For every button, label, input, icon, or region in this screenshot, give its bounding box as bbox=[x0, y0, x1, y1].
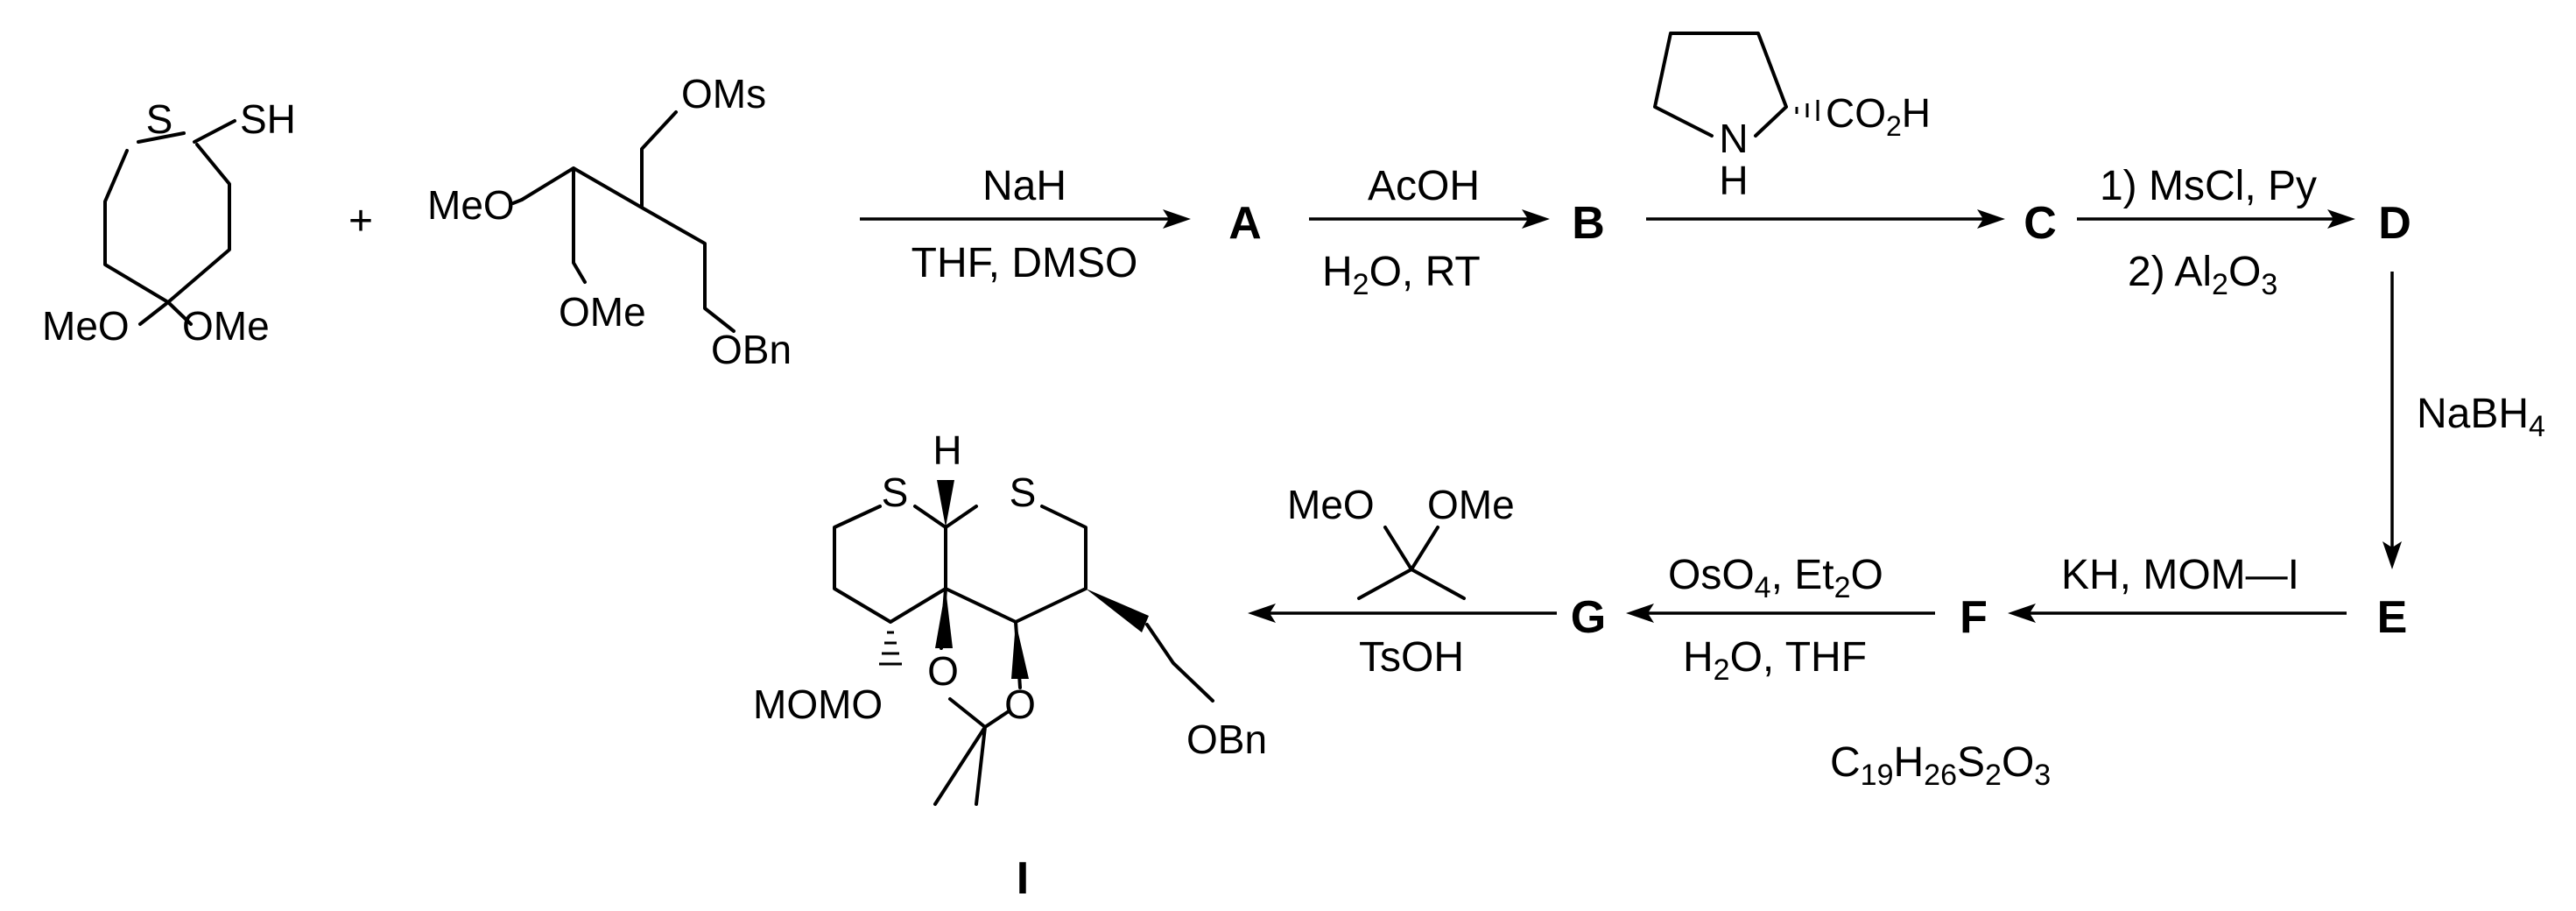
starting-material-thiane: S SH MeO OMe bbox=[42, 96, 296, 349]
thiane-sulfur-right: S bbox=[1010, 470, 1037, 515]
methoxy-label-left: MeO bbox=[42, 303, 130, 349]
formula-F: C19H26S2O3 bbox=[1830, 739, 2051, 792]
compound-I: I bbox=[1017, 853, 1029, 904]
wedge-bond-o2 bbox=[1011, 622, 1029, 679]
reagent-to-F: KH, MOM—I bbox=[2061, 552, 2299, 598]
reagent-to-A-below: THF, DMSO bbox=[911, 240, 1138, 286]
compound-A: A bbox=[1228, 198, 1262, 249]
reagent-to-I: TsOH bbox=[1359, 634, 1464, 681]
compound-B: B bbox=[1572, 198, 1605, 249]
methoxy-bond bbox=[511, 198, 524, 205]
dimethoxypropane-reagent: MeO OMe bbox=[1287, 482, 1515, 600]
mesylate-label: OMs bbox=[681, 71, 766, 117]
compound-E: E bbox=[2377, 592, 2408, 643]
acetonide-oxygen-left: O bbox=[927, 648, 959, 694]
wedge-bond-side-chain bbox=[1086, 589, 1149, 632]
arrow-to-G: OsO4, Et2O H2O, THF bbox=[1626, 552, 1935, 687]
thiane-sulfur-left: S bbox=[882, 470, 909, 515]
acetal-methoxy-label-2: OMe bbox=[559, 289, 646, 335]
starting-material-mesylate: OMs MeO OMe OBn bbox=[427, 71, 792, 372]
ketal-bonds bbox=[138, 300, 193, 326]
arrow-to-D: 1) MsCl, Py 2) Al2O3 bbox=[2077, 163, 2355, 301]
compound-F: F bbox=[1960, 592, 1988, 643]
reagent-to-B-below: H2O, RT bbox=[1322, 249, 1481, 301]
arrow-to-B: AcOH H2O, RT bbox=[1309, 163, 1550, 301]
pyrrolidine-ring-bonds bbox=[1653, 32, 1788, 138]
arrow-to-I: TsOH bbox=[1248, 604, 1557, 681]
proline-catalyst: N H CO2H bbox=[1653, 32, 1931, 203]
compound-C: C bbox=[2023, 198, 2057, 249]
right-ring-bonds bbox=[944, 505, 1087, 624]
reagent-to-G-below: H2O, THF bbox=[1683, 634, 1867, 687]
compound-D: D bbox=[2378, 198, 2411, 249]
side-chain-bonds bbox=[1145, 623, 1214, 703]
pyrrolidine-nitrogen: N bbox=[1719, 116, 1748, 161]
wedge-bond-o1 bbox=[935, 589, 953, 648]
thiol-label: SH bbox=[240, 96, 296, 142]
left-ring-bonds bbox=[833, 505, 947, 624]
acetonide-oxygen-right: O bbox=[1004, 681, 1036, 727]
reagent-to-B-above: AcOH bbox=[1368, 163, 1480, 209]
product-I-structure: H S S O O MOMO OBn bbox=[753, 427, 1267, 806]
bridgehead-hydrogen: H bbox=[933, 427, 961, 473]
sulfur-atom: S bbox=[146, 96, 173, 142]
carboxylic-acid-label: CO2H bbox=[1826, 90, 1931, 142]
product-benzyloxy-label: OBn bbox=[1186, 717, 1267, 762]
thiol-bond bbox=[193, 119, 236, 144]
wedge-bond-h bbox=[937, 480, 954, 527]
plus-sign: + bbox=[348, 198, 373, 244]
dimethoxypropane-bonds bbox=[1357, 526, 1466, 600]
arrow-to-A: NaH THF, DMSO bbox=[860, 163, 1191, 286]
acetal-methoxy-label: MeO bbox=[427, 182, 515, 228]
dmp-methoxy-left: MeO bbox=[1287, 482, 1375, 527]
reagent-to-A-above: NaH bbox=[982, 163, 1066, 209]
pyrrolidine-nh: H bbox=[1719, 158, 1748, 203]
hashed-bond-acid bbox=[1795, 100, 1819, 121]
reagent-to-G-above: OsO4, Et2O bbox=[1668, 552, 1883, 604]
arrow-to-F: KH, MOM—I bbox=[2008, 552, 2347, 623]
benzyloxy-label: OBn bbox=[711, 327, 792, 372]
hashed-bond-momo bbox=[879, 631, 902, 666]
methoxy-label-right: OMe bbox=[182, 303, 270, 349]
momo-label: MOMO bbox=[753, 681, 883, 727]
reagent-to-D-above: 1) MsCl, Py bbox=[2100, 163, 2317, 209]
compound-G: G bbox=[1571, 592, 1606, 643]
thiane-ring-bonds bbox=[103, 131, 231, 304]
dmp-methoxy-right: OMe bbox=[1427, 482, 1515, 527]
reagent-to-E: NaBH4 bbox=[2417, 391, 2545, 443]
mesylate-chain-bonds bbox=[520, 110, 735, 333]
arrow-to-C bbox=[1646, 209, 2005, 229]
reagent-to-D-below: 2) Al2O3 bbox=[2128, 249, 2277, 301]
arrow-to-E: NaBH4 bbox=[2382, 272, 2545, 569]
